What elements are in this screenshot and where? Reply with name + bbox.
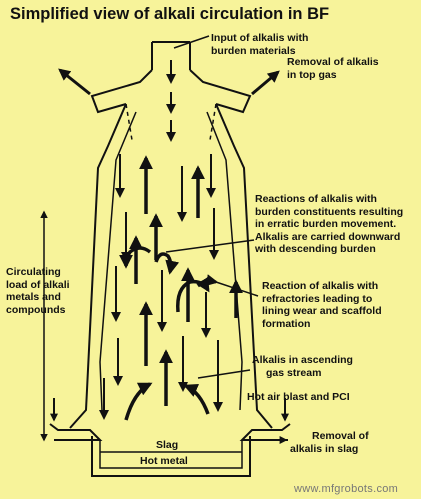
label-ascending-line-2: gas stream xyxy=(266,366,322,379)
throat-outline xyxy=(151,41,191,70)
top-gas-right-arrow xyxy=(251,70,280,96)
label-circulating-line-1: Circulating xyxy=(6,266,61,278)
label-blast: Hot air blast and PCI xyxy=(247,391,350,403)
left-shaft-wall xyxy=(69,103,127,429)
left-tuyere xyxy=(49,423,103,441)
stockline-dashes xyxy=(125,103,217,141)
label-removal-top: Removal of alkalis in top gas xyxy=(287,56,379,81)
label-removal-slag-line-1: Removal of xyxy=(312,430,369,442)
label-removal-slag: Removal of alkalis in slag xyxy=(290,430,369,455)
right-uptake xyxy=(189,69,252,114)
label-input: Input of alkalis with burden materials xyxy=(211,32,308,57)
label-refractories-line-4: formation xyxy=(262,317,311,330)
label-reactions-line-4: Alkalis are carried downward xyxy=(255,230,401,243)
external-arrows xyxy=(50,68,289,444)
label-reactions-line-5: with descending burden xyxy=(255,243,376,255)
reaction-arrows xyxy=(119,246,219,313)
label-circulating: Circulating load of alkali metals and co… xyxy=(6,266,70,316)
label-circulating-line-4: compounds xyxy=(6,303,66,316)
label-ascending: Alkalis in ascending gas stream xyxy=(252,354,353,379)
label-reactions-line-1: Reactions of alkalis with xyxy=(255,193,377,205)
label-refractories-line-2: refractories leading to xyxy=(262,292,373,305)
watermark: www.mfgrobots.com xyxy=(294,483,399,495)
label-hot-metal: Hot metal xyxy=(140,455,188,467)
downward-arrows xyxy=(99,60,223,420)
label-ascending-line-1: Alkalis in ascending xyxy=(252,354,353,366)
label-reactions-line-3: in erratic burden movement. xyxy=(255,218,397,230)
diagram-title: Simplified view of alkali circulation in… xyxy=(10,5,330,23)
label-reactions-burden: Reactions of alkalis with burden constit… xyxy=(255,193,403,256)
hearth-inner xyxy=(99,440,243,469)
label-removal-top-line-1: Removal of alkalis xyxy=(287,56,379,68)
label-removal-slag-line-2: alkalis in slag xyxy=(290,442,359,455)
right-inner-lining xyxy=(206,111,243,411)
label-removal-top-line-2: in top gas xyxy=(287,68,337,81)
right-shaft-wall xyxy=(215,103,273,429)
label-refractories-line-1: Reaction of alkalis with xyxy=(262,280,379,292)
leader-lines xyxy=(165,35,259,379)
left-inner-lining xyxy=(99,111,137,411)
label-circulating-line-2: load of alkali xyxy=(6,278,70,291)
label-reactions-line-2: burden constituents resulting xyxy=(255,205,404,218)
left-uptake xyxy=(90,69,153,114)
label-slag: Slag xyxy=(156,439,179,451)
label-circulating-line-3: metals and xyxy=(6,291,61,303)
top-gas-left-arrow xyxy=(58,68,91,96)
label-input-line-1: Input of alkalis with xyxy=(211,32,309,44)
label-refractories-line-3: lining wear and scaffold xyxy=(262,305,382,317)
hearth xyxy=(91,436,251,477)
label-input-line-2: burden materials xyxy=(211,44,296,57)
label-refractories: Reaction of alkalis with refractories le… xyxy=(262,280,382,330)
